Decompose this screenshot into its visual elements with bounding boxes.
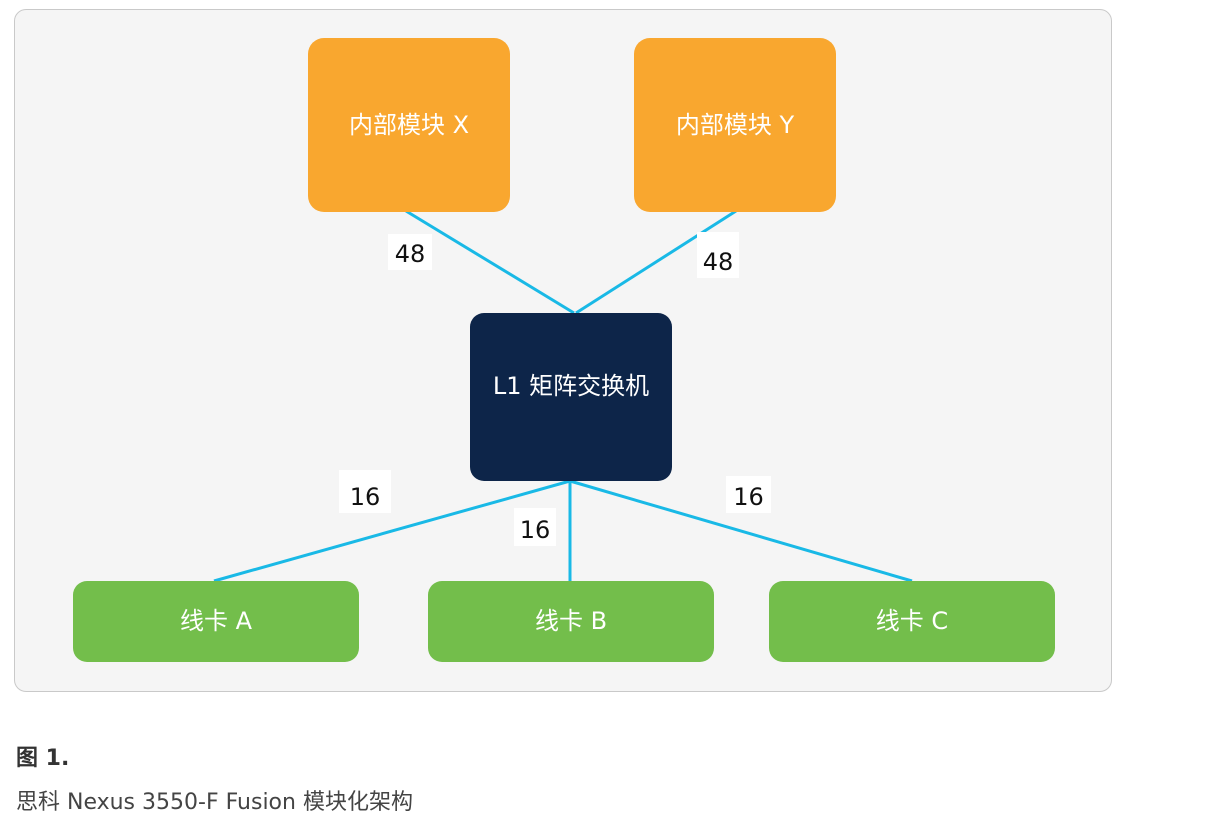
link-module-y-switch xyxy=(575,209,737,315)
link-module-x-switch xyxy=(405,209,575,315)
node-l1-switch: L1 矩阵交换机 xyxy=(470,313,672,481)
figure-caption: 思科 Nexus 3550-F Fusion 模块化架构 xyxy=(16,790,413,815)
figure-number: 图 1. xyxy=(16,746,70,771)
node-module-x-label: 内部模块 X xyxy=(348,110,470,139)
node-card-c: 线卡 C xyxy=(769,581,1055,662)
link-switch-card-c xyxy=(569,479,913,583)
link-switch-card-a xyxy=(213,479,571,583)
edge-label-module-x: 48 xyxy=(388,234,432,270)
node-card-b: 线卡 B xyxy=(428,581,714,662)
node-card-a-label: 线卡 A xyxy=(179,607,253,636)
edge-label-module-y: 48 xyxy=(697,232,739,278)
node-module-y: 内部模块 Y xyxy=(634,38,836,212)
edge-label-card-c: 16 xyxy=(726,476,771,513)
node-module-y-label: 内部模块 Y xyxy=(675,110,795,139)
edge-label-card-b: 16 xyxy=(514,508,556,546)
node-card-c-label: 线卡 C xyxy=(875,607,949,636)
node-module-x: 内部模块 X xyxy=(308,38,510,212)
node-card-a: 线卡 A xyxy=(73,581,359,662)
node-card-b-label: 线卡 B xyxy=(534,607,608,636)
edge-label-card-a: 16 xyxy=(339,470,391,513)
node-l1-switch-label: L1 矩阵交换机 xyxy=(492,372,650,400)
